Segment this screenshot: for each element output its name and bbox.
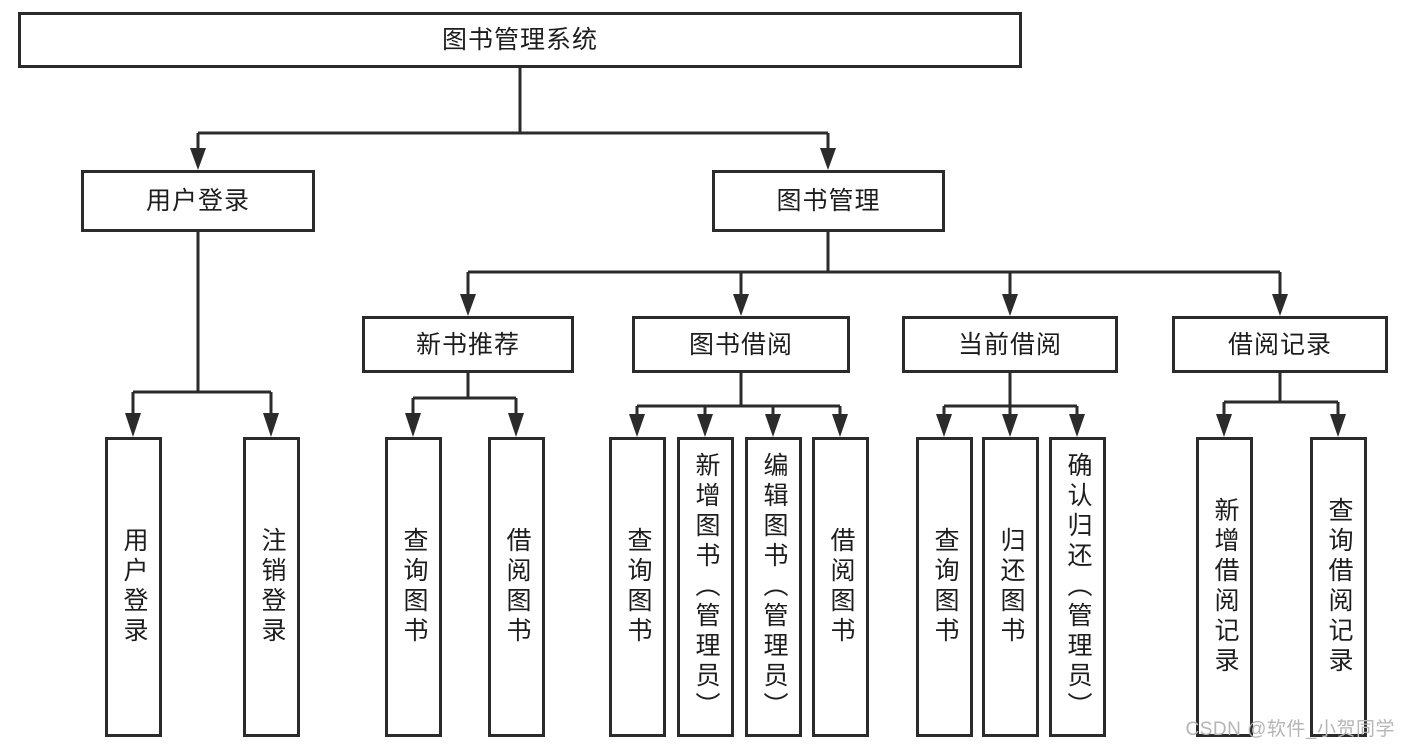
- arrow-borrow-leaf-1: [629, 414, 645, 437]
- watermark: CSDN @软件_小贺同学: [1185, 719, 1395, 740]
- node-user-login[interactable]: 用户登录: [81, 170, 315, 232]
- node-book-management[interactable]: 图书管理: [712, 170, 945, 232]
- leaf-user-login-logout[interactable]: 注销登录: [243, 437, 300, 737]
- arrow-current-leaf-1: [936, 414, 952, 437]
- node-label: 新书推荐: [415, 330, 520, 359]
- node-label: 查询图书: [931, 527, 959, 647]
- leaf-borrow-borrow-book[interactable]: 借阅图书: [812, 437, 869, 737]
- arrow-borrow-leaf-4: [832, 414, 848, 437]
- node-label: 确认归还（管理员）: [1064, 452, 1092, 722]
- node-root-book-management-system[interactable]: 图书管理系统: [18, 12, 1022, 68]
- arrow-bookmgmt-to-current: [1002, 294, 1018, 316]
- leaf-record-add-record[interactable]: 新增借阅记录: [1196, 437, 1253, 737]
- leaf-user-login-do-login[interactable]: 用户登录: [105, 437, 162, 737]
- arrow-userlogin-leaf-2: [263, 413, 279, 437]
- arrow-newbook-leaf-1: [405, 413, 421, 437]
- node-label: 图书管理系统: [441, 26, 598, 54]
- node-current-borrow[interactable]: 当前借阅: [902, 316, 1118, 373]
- arrow-current-leaf-2: [1002, 414, 1018, 437]
- leaf-new-book-query-book[interactable]: 查询图书: [385, 437, 442, 737]
- leaf-new-book-borrow-book[interactable]: 借阅图书: [488, 437, 545, 737]
- arrow-current-leaf-3: [1069, 414, 1085, 437]
- leaf-current-confirm-return-admin[interactable]: 确认归还（管理员）: [1049, 437, 1106, 737]
- arrow-borrow-leaf-3: [765, 414, 781, 437]
- arrow-bookmgmt-to-new-book: [460, 294, 476, 316]
- arrow-record-leaf-1: [1216, 414, 1232, 437]
- node-label: 注销登录: [258, 527, 286, 647]
- node-label: 借阅图书: [827, 527, 855, 647]
- node-new-book-recommend[interactable]: 新书推荐: [362, 316, 574, 373]
- node-label: 图书管理: [776, 187, 881, 215]
- node-label: 用户登录: [145, 187, 250, 215]
- node-label: 查询图书: [400, 527, 428, 647]
- arrow-record-leaf-2: [1330, 414, 1346, 437]
- arrow-newbook-leaf-2: [508, 413, 524, 437]
- leaf-borrow-query-book[interactable]: 查询图书: [609, 437, 666, 737]
- node-label: 查询图书: [624, 527, 652, 647]
- arrow-bookmgmt-to-borrow: [733, 294, 749, 316]
- node-label: 新增图书（管理员）: [692, 452, 720, 722]
- arrow-borrow-leaf-2: [697, 414, 713, 437]
- leaf-borrow-edit-book-admin[interactable]: 编辑图书（管理员）: [745, 437, 802, 737]
- leaf-current-return-book[interactable]: 归还图书: [982, 437, 1039, 737]
- node-label: 编辑图书（管理员）: [760, 452, 788, 722]
- arrow-root-to-user-login: [190, 148, 206, 170]
- node-label: 当前借阅: [957, 330, 1062, 359]
- leaf-current-query-book[interactable]: 查询图书: [916, 437, 973, 737]
- arrow-bookmgmt-to-record: [1272, 294, 1288, 316]
- arrow-root-to-book-mgmt: [820, 148, 836, 170]
- arrow-userlogin-leaf-1: [125, 413, 141, 437]
- node-label: 用户登录: [120, 527, 148, 647]
- node-label: 归还图书: [997, 527, 1025, 647]
- node-label: 查询借阅记录: [1325, 497, 1353, 677]
- leaf-record-query-record[interactable]: 查询借阅记录: [1310, 437, 1367, 737]
- node-borrow-record[interactable]: 借阅记录: [1172, 316, 1388, 373]
- leaf-borrow-add-book-admin[interactable]: 新增图书（管理员）: [677, 437, 734, 737]
- node-book-borrow[interactable]: 图书借阅: [632, 316, 850, 373]
- node-label: 借阅记录: [1227, 330, 1332, 359]
- node-label: 新增借阅记录: [1211, 497, 1239, 677]
- node-label: 图书借阅: [688, 330, 793, 359]
- node-label: 借阅图书: [503, 527, 531, 647]
